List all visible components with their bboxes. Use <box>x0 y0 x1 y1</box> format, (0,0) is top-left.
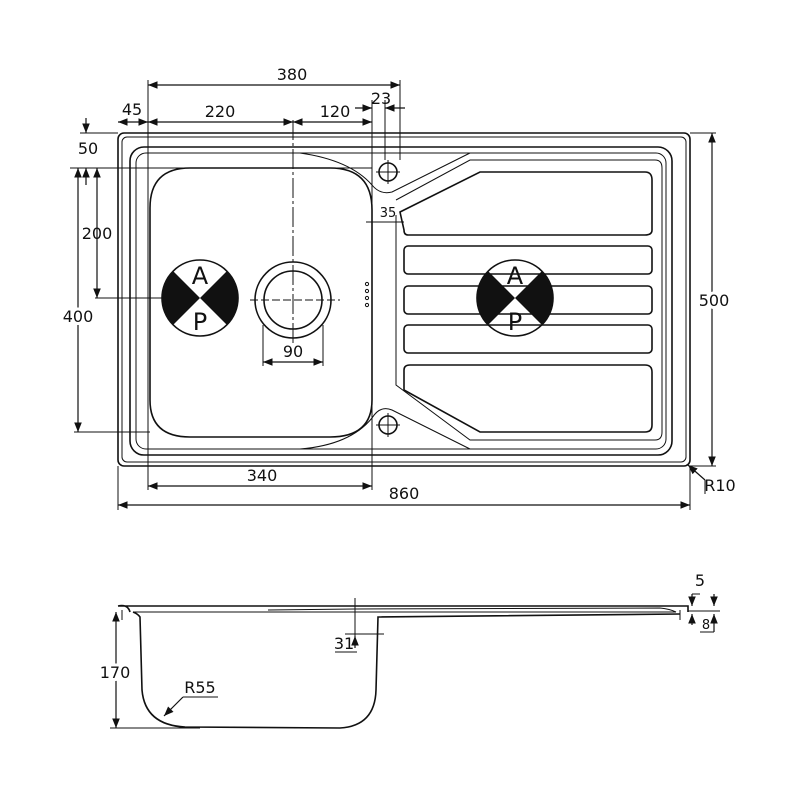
dim-340: 340 <box>247 466 278 485</box>
dim-31: 31 <box>334 634 354 653</box>
dim-r10: R10 <box>704 476 735 495</box>
dim-45: 45 <box>122 100 142 119</box>
dim-500: 500 <box>699 291 730 310</box>
dim-220: 220 <box>205 102 236 121</box>
side-view: 170 R55 31 5 8 <box>97 571 720 729</box>
overflow-hole <box>376 413 400 437</box>
dim-r55: R55 <box>184 678 215 697</box>
dim-50: 50 <box>78 139 98 158</box>
dim-35: 35 <box>380 206 397 221</box>
side-profile <box>117 604 689 729</box>
tap-hole <box>376 160 400 184</box>
dim-400: 400 <box>63 307 94 326</box>
dim-8: 8 <box>702 618 710 633</box>
bowl-outline <box>149 167 373 438</box>
dim-860: 860 <box>389 484 420 503</box>
ap-symbol-bowl: A P <box>161 259 239 337</box>
dim-380: 380 <box>277 65 308 84</box>
ap-letter-a: A <box>507 262 524 290</box>
dim-120: 120 <box>320 102 351 121</box>
overflow-slots <box>364 281 370 308</box>
dim-200: 200 <box>82 224 113 243</box>
sink-rim <box>129 146 673 456</box>
dim-5: 5 <box>695 571 705 590</box>
dim-23: 23 <box>371 89 391 108</box>
ap-letter-p: P <box>193 308 207 336</box>
ap-letter-a: A <box>192 262 209 290</box>
top-view: A P A P 380 45 220 120 23 <box>60 65 736 510</box>
ap-symbol-drainer: A P <box>476 259 554 337</box>
sink-outer-edge <box>117 132 691 467</box>
waste-outlet <box>250 120 340 345</box>
dimensions-top: 380 45 220 120 23 50 200 400 500 <box>60 65 736 510</box>
ap-letter-p: P <box>508 308 522 336</box>
dim-90: 90 <box>283 342 303 361</box>
dim-170: 170 <box>100 663 131 682</box>
